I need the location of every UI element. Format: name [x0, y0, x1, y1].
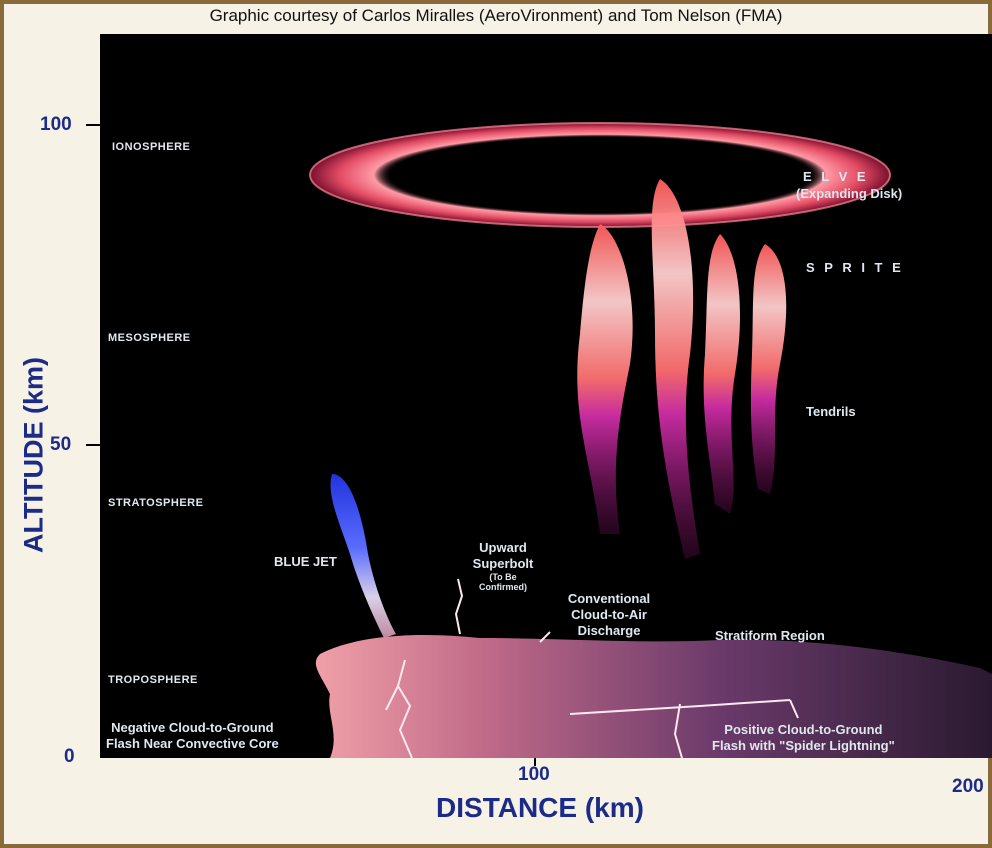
cloud-to-air-line3: Discharge [554, 623, 664, 639]
y-axis-label: ALTITUDE (km) [19, 357, 50, 553]
superbolt-note2: Confirmed) [468, 582, 538, 592]
y-tick-100: 100 [40, 114, 72, 136]
layer-stratosphere: STRATOSPHERE [108, 497, 203, 509]
cloud-to-air-label: Conventional Cloud-to-Air Discharge [554, 591, 664, 639]
negative-cg-line1: Negative Cloud-to-Ground [106, 720, 279, 736]
negative-cg-label: Negative Cloud-to-Ground Flash Near Conv… [106, 720, 279, 752]
x-tick-200: 200 [952, 776, 984, 798]
credit-line: Graphic courtesy of Carlos Miralles (Aer… [0, 6, 992, 26]
y-tickmark-50 [86, 444, 100, 446]
blue-jet [331, 474, 396, 638]
y-tickmark-100 [86, 124, 100, 126]
negative-cg-line2: Flash Near Convective Core [106, 736, 279, 752]
superbolt-note1: (To Be [468, 572, 538, 582]
layer-troposphere: TROPOSPHERE [108, 674, 198, 686]
positive-cg-line1: Positive Cloud-to-Ground [712, 722, 895, 738]
stratiform-label: Stratiform Region [715, 628, 825, 644]
superbolt-line2: Superbolt [468, 556, 538, 572]
superbolt-label: Upward Superbolt (To Be Confirmed) [468, 540, 538, 592]
x-tickmark-100 [534, 758, 536, 766]
y-tick-0: 0 [64, 746, 75, 768]
y-axis-label-wrap: ALTITUDE (km) [14, 275, 54, 635]
elve-detail-label: (Expanding Disk) [796, 186, 902, 202]
sprite-label: S P R I T E [806, 260, 904, 276]
layer-ionosphere: IONOSPHERE [112, 141, 190, 153]
cloud-to-air-line2: Cloud-to-Air [554, 607, 664, 623]
cloud-to-air-line1: Conventional [554, 591, 664, 607]
atmosphere-illustration [100, 34, 992, 758]
tendrils-label: Tendrils [806, 404, 856, 420]
sprite-columns [577, 179, 786, 559]
positive-cg-label: Positive Cloud-to-Ground Flash with "Spi… [712, 722, 895, 754]
positive-cg-line2: Flash with "Spider Lightning" [712, 738, 895, 754]
blue-jet-label: BLUE JET [274, 554, 337, 570]
y-tick-50: 50 [50, 434, 71, 456]
x-tick-100: 100 [518, 764, 550, 786]
layer-mesosphere: MESOSPHERE [108, 332, 191, 344]
elve-label: E L V E [803, 169, 869, 185]
x-axis-label: DISTANCE (km) [410, 792, 670, 824]
atmosphere-panel: IONOSPHERE MESOSPHERE STRATOSPHERE TROPO… [100, 34, 992, 758]
superbolt-line1: Upward [468, 540, 538, 556]
